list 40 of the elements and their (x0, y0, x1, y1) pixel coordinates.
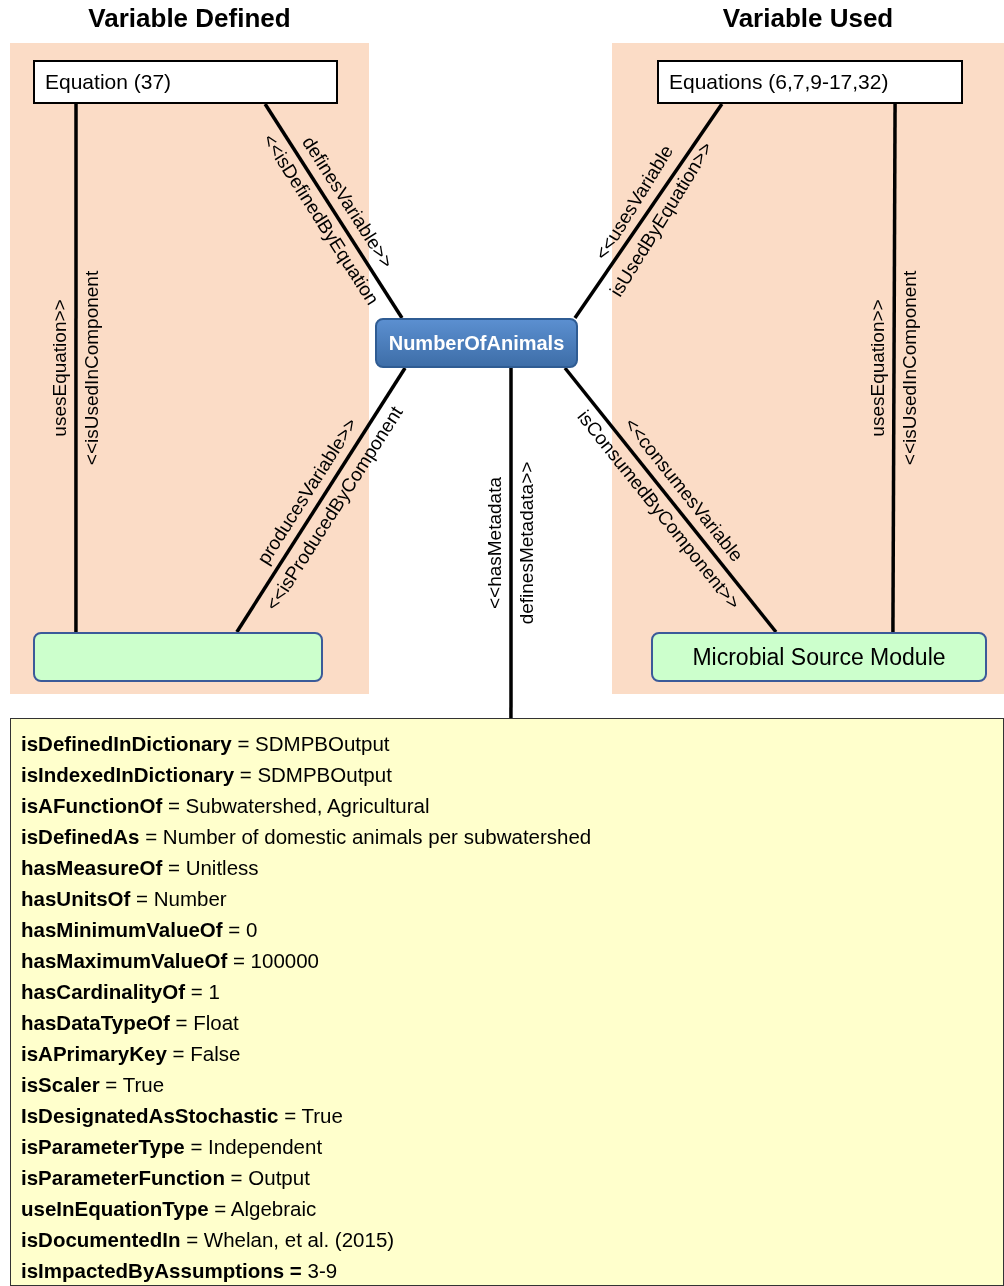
metadata-line: isAFunctionOf = Subwatershed, Agricultural (21, 793, 430, 819)
metadata-line: useInEquationType = Algebraic (21, 1196, 317, 1222)
variable-label: NumberOfAnimals (388, 331, 565, 355)
connector-line (235, 367, 407, 633)
metadata-line: isDefinedAs = Number of domestic animals per subwatershed (21, 824, 592, 850)
metadata-line: hasMinimumValueOf = 0 (21, 917, 258, 943)
connector-line (573, 103, 724, 319)
metadata-line: isImpactedByAssumptions = 3-9 (21, 1258, 338, 1284)
metadata-line: isDocumentedIn = Whelan, et al. (2015) (21, 1227, 395, 1253)
metadata-line: isAPrimaryKey = False (21, 1041, 241, 1067)
component-box (651, 632, 987, 682)
panel-heading: Variable Defined (87, 3, 292, 34)
connector-line (563, 366, 778, 634)
connector-line (263, 103, 404, 319)
edge-label: usesEquation>> <<isUsedInComponent (47, 270, 103, 466)
metadata-line: hasCardinalityOf = 1 (21, 979, 220, 1005)
metadata-line: isParameterType = Independent (21, 1134, 323, 1160)
equation-label: Equations (6,7,9-17,32) (669, 70, 889, 94)
metadata-line: IsDesignatedAsStochastic = True (21, 1103, 343, 1129)
edge-label: <<hasMetadata definesMetadata>> (483, 461, 538, 625)
blank-box (33, 632, 323, 682)
metadata-line: isScaler = True (21, 1072, 165, 1098)
metadata-line: hasMaximumValueOf = 100000 (21, 948, 319, 974)
metadata-line: isDefinedInDictionary = SDMPBOutput (21, 731, 390, 757)
equation-box (657, 60, 963, 104)
equation-box (33, 60, 338, 104)
metadata-line: hasDataTypeOf = Float (21, 1010, 239, 1036)
variable-box (375, 318, 578, 368)
connector-line (891, 104, 897, 632)
connector-line (74, 104, 78, 632)
metadata-line: isIndexedInDictionary = SDMPBOutput (21, 762, 392, 788)
connector-line (509, 368, 513, 718)
metadata-line: isParameterFunction = Output (21, 1165, 310, 1191)
component-label: Microbial Source Module (692, 643, 946, 671)
panel-heading: Variable Used (721, 3, 895, 34)
metadata-line: hasUnitsOf = Number (21, 886, 227, 912)
metadata-line: hasMeasureOf = Unitless (21, 855, 259, 881)
equation-label: Equation (37) (45, 70, 172, 94)
edge-label: usesEquation>> <<isUsedInComponent (866, 270, 921, 466)
metadata-box (10, 718, 1004, 1286)
